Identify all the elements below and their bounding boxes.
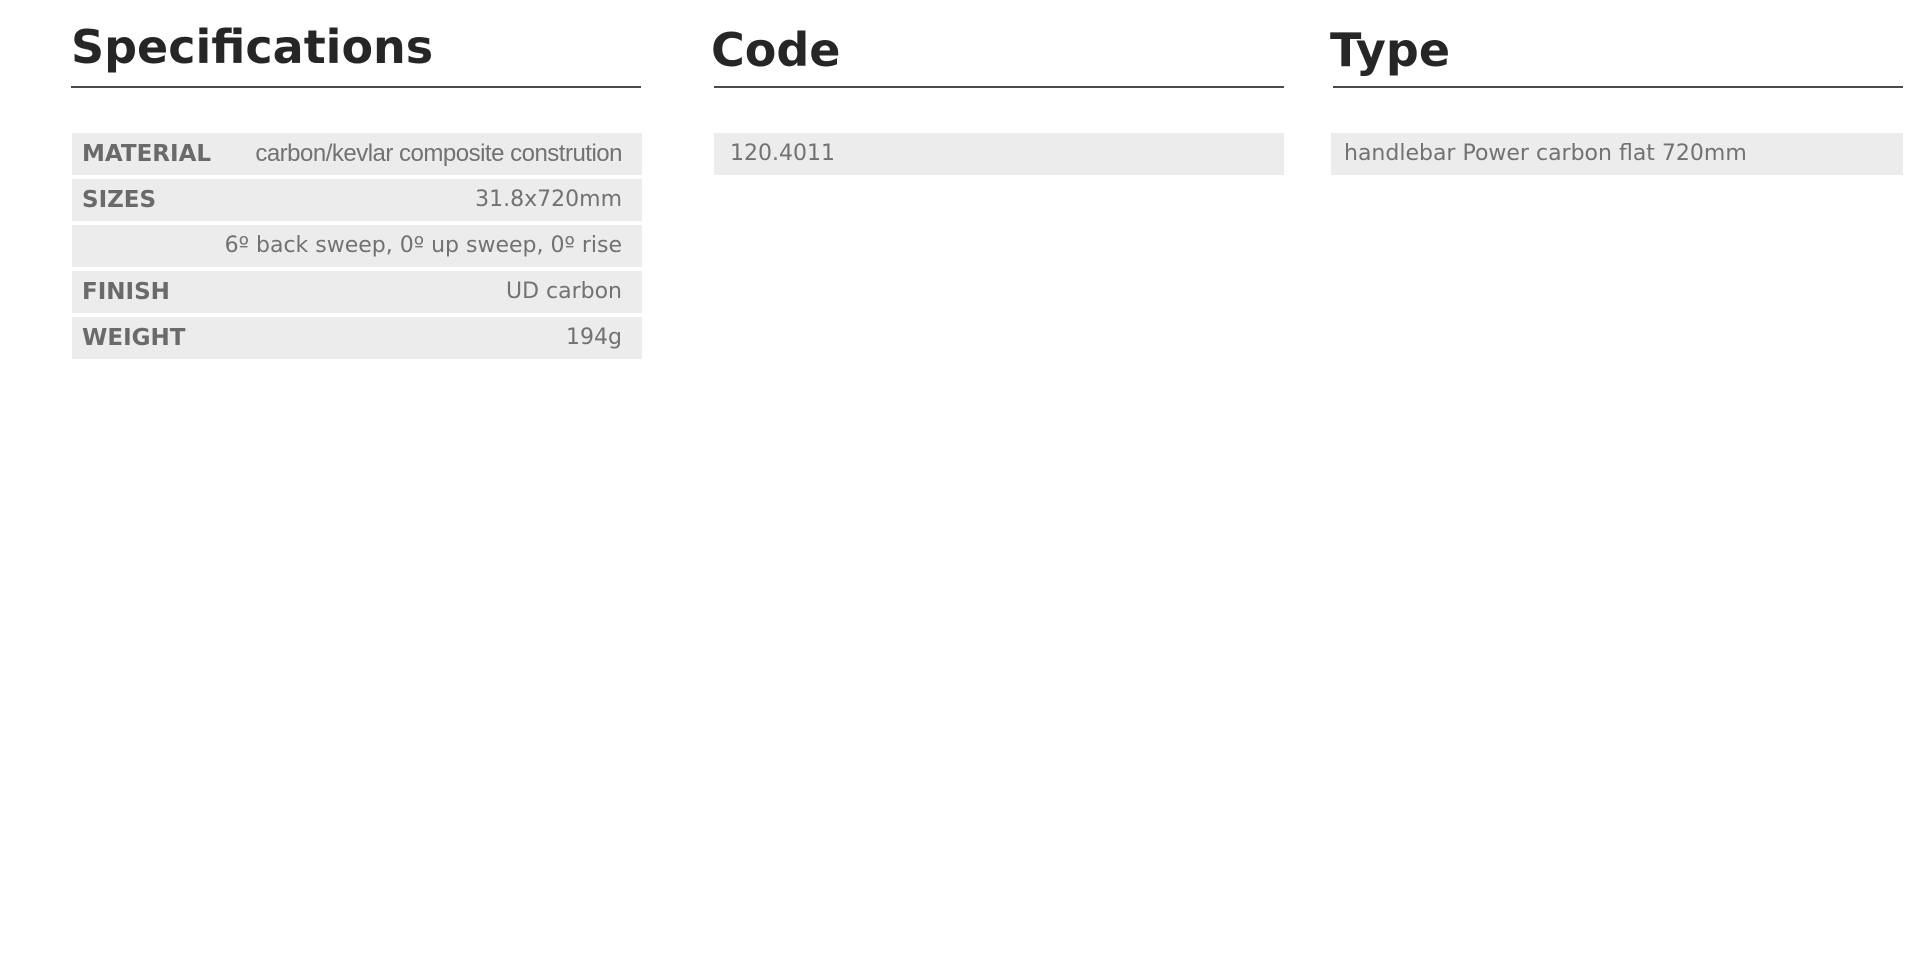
spec-row-sizes: SIZES 31.8x720mm bbox=[72, 179, 642, 221]
type-value: handlebar Power carbon flat 720mm bbox=[1331, 133, 1903, 175]
spec-row-finish: FINISH UD carbon bbox=[72, 271, 642, 313]
spec-label-weight: WEIGHT bbox=[82, 325, 186, 351]
specifications-divider bbox=[71, 86, 641, 88]
spec-value-finish: UD carbon bbox=[505, 279, 622, 304]
spec-value-material: carbon/kevlar composite constrution bbox=[255, 140, 622, 167]
type-heading: Type bbox=[1330, 23, 1451, 77]
spec-row-material: MATERIAL carbon/kevlar composite constru… bbox=[72, 133, 642, 175]
spec-row-weight: WEIGHT 194g bbox=[72, 317, 642, 359]
spec-value-geometry: 6º back sweep, 0º up sweep, 0º rise bbox=[224, 233, 622, 258]
spec-value-sizes: 31.8x720mm bbox=[475, 187, 622, 212]
spec-row-geometry: 6º back sweep, 0º up sweep, 0º rise bbox=[72, 225, 642, 267]
code-divider bbox=[714, 86, 1284, 88]
spec-label-sizes: SIZES bbox=[82, 187, 157, 213]
specifications-heading: Specifications bbox=[71, 20, 434, 74]
code-heading: Code bbox=[711, 23, 841, 77]
spec-label-finish: FINISH bbox=[82, 279, 170, 305]
spec-value-weight: 194g bbox=[566, 325, 622, 350]
specifications-table: MATERIAL carbon/kevlar composite constru… bbox=[72, 133, 642, 363]
spec-label-material: MATERIAL bbox=[82, 141, 212, 167]
code-value: 120.4011 bbox=[714, 133, 1284, 175]
type-divider bbox=[1333, 86, 1903, 88]
